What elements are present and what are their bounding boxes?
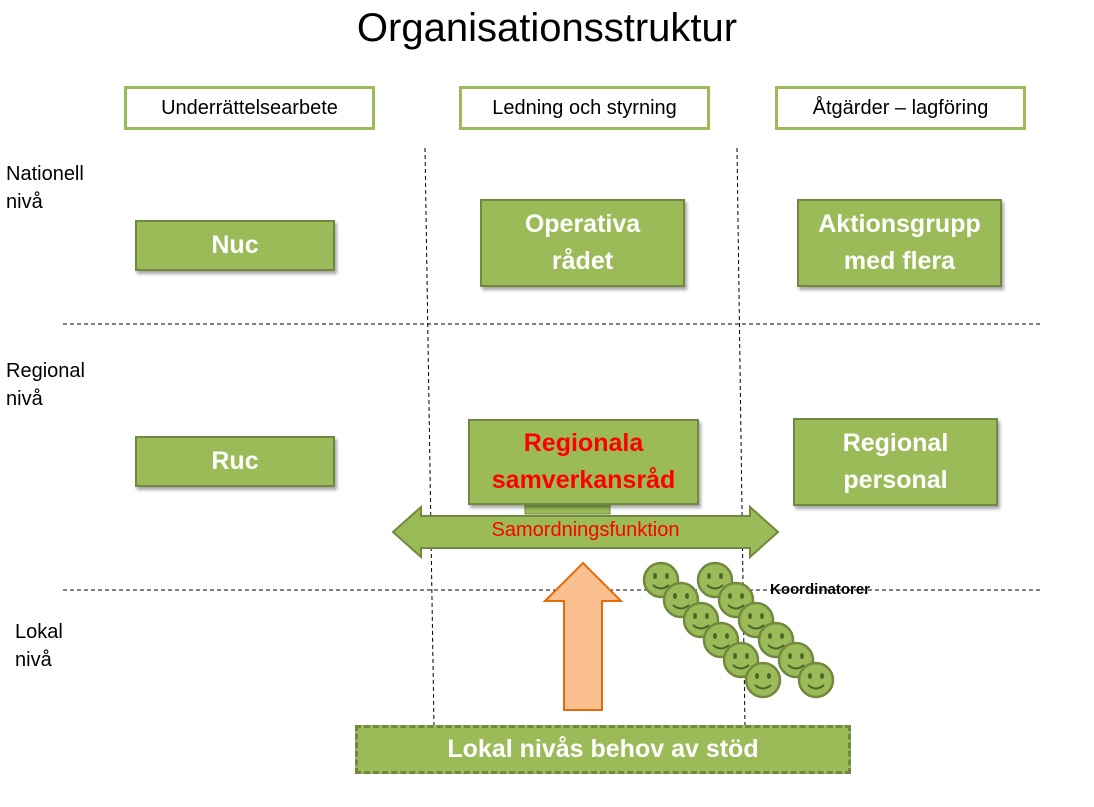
koordinatorer-label: Koordinatorer — [770, 581, 871, 598]
column-header-ledning: Ledning och styrning — [459, 86, 710, 130]
up-arrow — [542, 561, 624, 711]
koordinator-smileys — [642, 561, 835, 699]
box-ruc: Ruc — [135, 436, 335, 487]
column-header-atgarder: Åtgärder – lagföring — [775, 86, 1026, 130]
column-header-underrattelse: Underrättelsearbete — [124, 86, 375, 130]
samordning-arrow — [391, 504, 780, 560]
column-divider-left — [424, 147, 435, 729]
page-title: Organisationsstruktur — [356, 6, 738, 50]
smiley-icon — [797, 661, 835, 699]
samordningsfunktion-label: Samordningsfunktion — [491, 519, 680, 541]
box-nuc: Nuc — [135, 220, 335, 271]
box-lokal-behov: Lokal nivås behov av stöd — [355, 725, 851, 774]
smiley-icon — [744, 661, 782, 699]
